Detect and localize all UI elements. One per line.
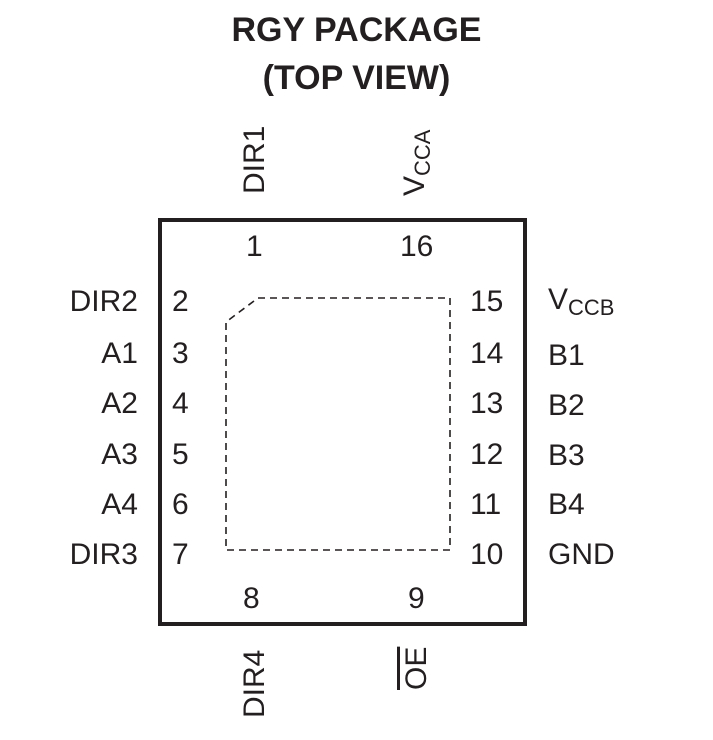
pin5-label: A3 [101,438,138,471]
pin8-number: 8 [243,582,260,615]
pin16-label: VCCA [398,129,435,196]
pin2-number: 2 [172,285,189,318]
pin2-label: DIR2 [69,285,138,318]
pin12-number: 12 [470,438,504,471]
pin9-label: OE [400,646,433,690]
pin11-number: 11 [470,488,502,521]
pin4-number: 4 [172,387,189,420]
pin6-number: 6 [172,488,189,521]
pin3-number: 3 [172,337,189,370]
title-line-2: (TOP VIEW) [262,59,451,97]
pin7-number: 7 [172,538,189,571]
pin9-number: 9 [408,582,425,615]
pin12-label: B3 [548,439,585,472]
pin4-label: A2 [101,387,138,420]
pin10-number: 10 [470,538,504,571]
pin6-label: A4 [101,488,138,521]
pin10-label: GND [548,538,615,571]
pin5-number: 5 [172,438,189,471]
pin13-label: B2 [548,389,585,422]
pin13-number: 13 [470,387,504,420]
pin1-number: 1 [246,230,263,263]
pin7-label: DIR3 [69,538,138,571]
pin1-label: DIR1 [238,125,271,194]
pin8-label: DIR4 [238,649,271,718]
pin3-label: A1 [101,337,138,370]
title-line-1: RGY PACKAGE [231,11,482,49]
thermal-pad-outline [225,297,451,551]
package-outline [158,218,527,626]
pin11-label: B4 [548,488,585,521]
pin16-number: 16 [400,230,434,263]
pin15-number: 15 [470,285,504,318]
pin14-label: B1 [548,339,585,372]
pin15-label: VCCB [548,283,615,320]
pin14-number: 14 [470,337,504,370]
